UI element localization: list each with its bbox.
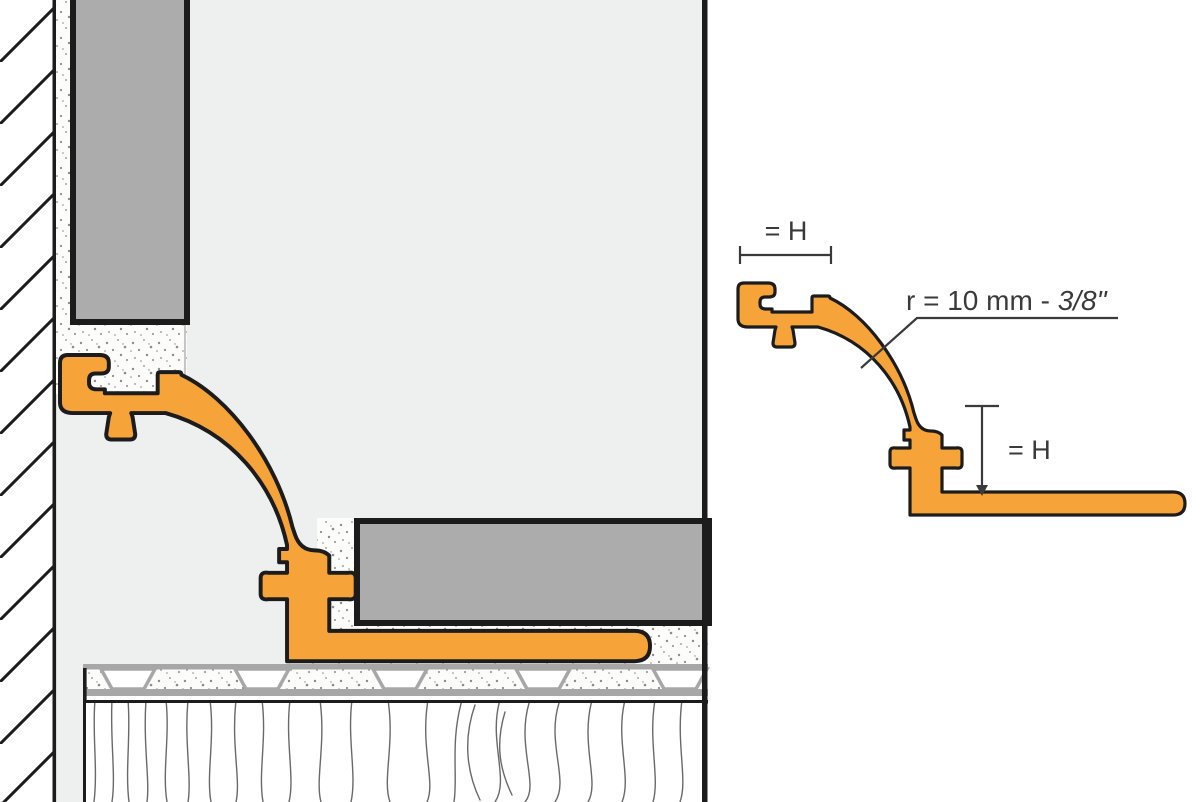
wall-thinset-strip	[56, 0, 74, 376]
membrane-top-layer	[83, 664, 708, 670]
radius-fraction: 3/8"	[1058, 285, 1108, 316]
wood-substrate	[83, 668, 708, 802]
membrane-stud	[370, 667, 430, 691]
dimension-lines	[738, 246, 1118, 488]
profile-diagram: = H r = 10 mm - 3/8" = H	[736, 216, 1187, 517]
membrane-stud	[232, 667, 292, 691]
wall-surface-line	[52, 0, 57, 802]
uncoupling-membrane	[83, 664, 710, 701]
substrate-body	[86, 703, 702, 802]
radius-label: r = 10 mm - 3/8"	[906, 285, 1108, 316]
substrate-top-line	[83, 700, 708, 704]
substrate-left-line	[83, 668, 87, 802]
membrane-stud	[98, 667, 158, 691]
height-dimension-arrow	[976, 485, 988, 496]
height-label: = H	[1008, 435, 1051, 465]
radius-leader-line	[860, 316, 1118, 369]
wood-grain	[93, 703, 684, 802]
installation-cross-section	[0, 0, 712, 802]
thinset-joint-line	[184, 325, 186, 377]
wall-substrate-hatch	[0, 0, 53, 802]
membrane-stud	[650, 667, 710, 691]
membrane-underside-gap	[83, 696, 708, 701]
panel-divider	[702, 0, 708, 802]
membrane-bottom-layer	[83, 689, 708, 696]
dimension-labels: = H r = 10 mm - 3/8" = H	[765, 216, 1108, 465]
top-width-label: = H	[765, 216, 808, 246]
floor-tile	[354, 518, 712, 626]
wall-tile	[70, 0, 190, 325]
membrane-stud	[513, 667, 573, 691]
